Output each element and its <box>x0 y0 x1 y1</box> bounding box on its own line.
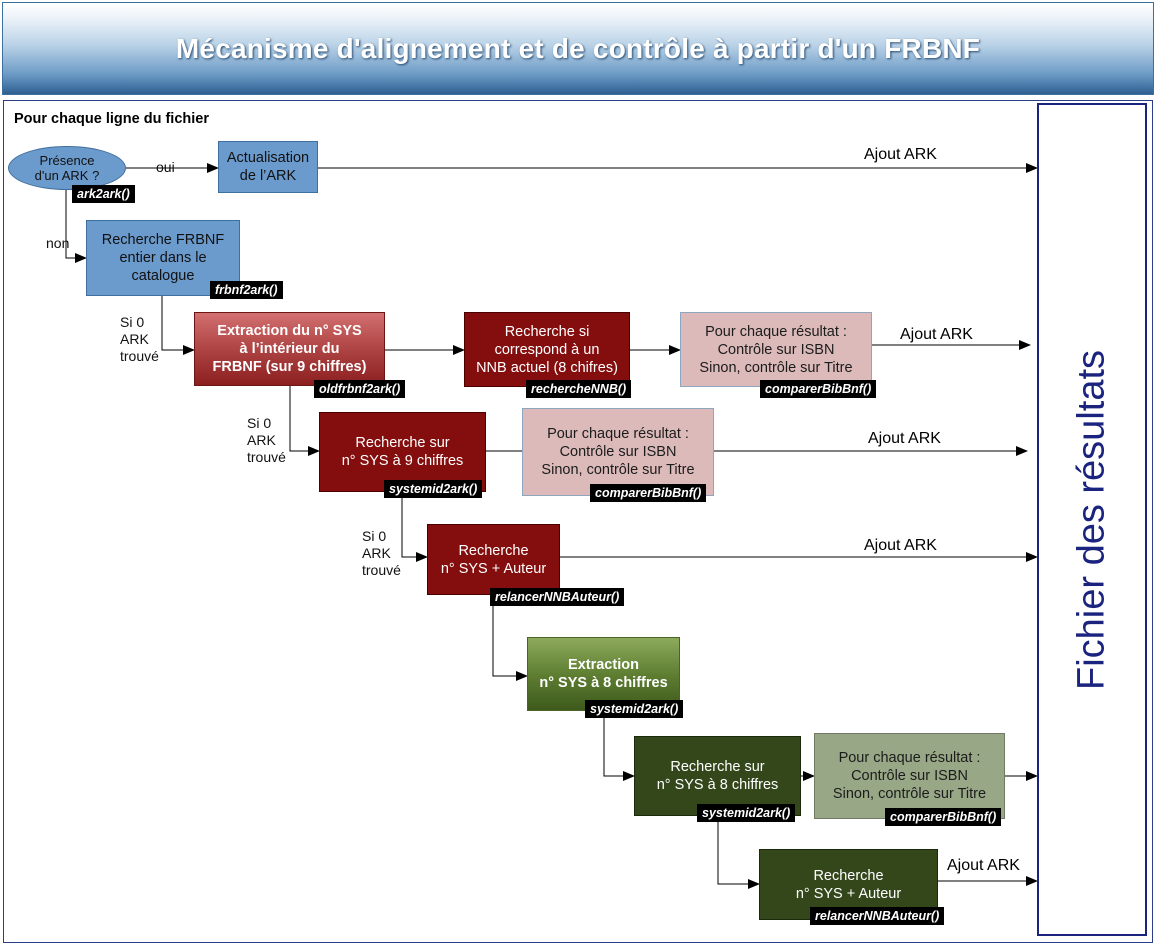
box-extraction-sys8: Extraction n° SYS à 8 chiffres <box>527 637 680 711</box>
arrow-non <box>65 190 87 263</box>
si0-1-line-2: ARK <box>120 331 149 347</box>
result-file-box: Fichier des résultats <box>1037 103 1147 936</box>
recherche-sys9-line-1: Recherche sur <box>355 435 450 451</box>
si0-2-line-1: Si 0 <box>247 415 272 431</box>
arrow-to-auteur2 <box>717 815 760 889</box>
section-label: Pour chaque ligne du fichier <box>14 111 209 127</box>
recherche-sys8-line-2: n° SYS à 8 chiffres <box>656 777 779 793</box>
controle-3-line-3: Sinon, contrôle sur Titre <box>832 786 987 802</box>
actualisation-line-2: de l’ARK <box>239 168 297 184</box>
recherche-sys-auteur-2-line-2: n° SYS + Auteur <box>795 885 902 902</box>
si0-1-line-3: trouvé <box>120 348 159 364</box>
fn-systemid2ark-1: systemid2ark() <box>384 480 483 498</box>
controle-3-line-2: Contrôle sur ISBN <box>851 768 968 784</box>
fn-systemid2ark-2: systemid2ark() <box>585 700 684 718</box>
label-si0-1: Si 0 ARK trouvé <box>120 314 159 365</box>
actualisation-line-1: Actualisation <box>226 150 310 166</box>
fn-systemid2ark-3: systemid2ark() <box>697 804 796 822</box>
box-recherche-sys-auteur: Recherche n° SYS + Auteur <box>427 524 560 595</box>
controle-1-line-2: Contrôle sur ISBN <box>717 341 835 358</box>
recherche-sys-auteur-2-line-1: Recherche <box>813 867 884 884</box>
box-recherche-sys9: Recherche sur n° SYS à 9 chiffres <box>319 412 486 492</box>
box-extraction-sys9: Extraction du n° SYS à l’intérieur du FR… <box>194 312 385 386</box>
decision-line-1: Présence <box>39 153 95 168</box>
page-title: Mécanisme d'alignement et de contrôle à … <box>175 33 981 64</box>
box-actualisation-ark: Actualisation de l’ARK <box>218 141 318 193</box>
recherche-sys-auteur-line-2: n° SYS + Auteur <box>440 560 547 577</box>
frbnf-line-2: entier dans le <box>119 250 207 266</box>
fn-frbnf2ark: frbnf2ark() <box>210 281 283 299</box>
recherche-sys-auteur-line-1: Recherche <box>458 542 529 559</box>
extraction-sys8-line-1: Extraction <box>568 657 639 673</box>
fn-comparerbibbnf-1: comparerBibBnf() <box>760 380 877 398</box>
label-ajout-ark-2: Ajout ARK <box>900 326 973 343</box>
title-bar: Mécanisme d'alignement et de contrôle à … <box>2 2 1154 95</box>
label-non: non <box>46 235 70 251</box>
diagram-frame <box>3 100 1153 943</box>
label-ajout-ark-5: Ajout ARK <box>947 857 1020 874</box>
label-si0-3: Si 0 ARK trouvé <box>362 528 401 579</box>
fn-oldfrbnf2ark: oldfrbnf2ark() <box>314 380 406 398</box>
extraction-sys9-line-3: FRBNF (sur 9 chiffres) <box>212 359 367 375</box>
label-ajout-ark-3: Ajout ARK <box>868 430 941 447</box>
arrow-si0-3 <box>401 492 428 562</box>
si0-3-line-1: Si 0 <box>362 528 387 544</box>
fn-recherchennb: rechercheNNB() <box>526 380 632 398</box>
frbnf-line-3: catalogue <box>131 268 195 284</box>
extraction-sys9-line-2: à l’intérieur du <box>239 341 340 357</box>
si0-1-line-1: Si 0 <box>120 314 145 330</box>
controle-2-line-3: Sinon, contrôle sur Titre <box>541 462 695 478</box>
arrow-to-sys8 <box>603 711 635 781</box>
box-controle-3: Pour chaque résultat : Contrôle sur ISBN… <box>814 733 1005 819</box>
arrow-si0-1 <box>161 294 195 355</box>
box-recherche-sys8: Recherche sur n° SYS à 8 chiffres <box>634 736 801 816</box>
fn-relancernnbauteur-1: relancerNNBAuteur() <box>490 588 625 606</box>
decision-ark-present: Présence d'un ARK ? <box>8 146 126 190</box>
si0-2-line-2: ARK <box>247 432 276 448</box>
si0-3-line-3: trouvé <box>362 562 401 578</box>
controle-1-line-1: Pour chaque résultat : <box>705 323 847 340</box>
fn-relancernnbauteur-2: relancerNNBAuteur() <box>810 907 945 925</box>
frbnf-line-1: Recherche FRBNF <box>101 232 225 248</box>
recherche-nnb-line-2: correspond à un <box>494 341 600 358</box>
si0-2-line-3: trouvé <box>247 449 286 465</box>
label-oui: oui <box>156 159 175 175</box>
controle-2-line-1: Pour chaque résultat : <box>547 426 689 442</box>
box-controle-1: Pour chaque résultat : Contrôle sur ISBN… <box>680 312 872 387</box>
result-file-label: Fichier des résultats <box>1070 349 1113 690</box>
extraction-sys9-line-1: Extraction du n° SYS <box>217 323 362 339</box>
recherche-sys8-line-1: Recherche sur <box>670 759 765 775</box>
label-ajout-ark-1: Ajout ARK <box>864 146 937 163</box>
extraction-sys8-line-2: n° SYS à 8 chiffres <box>539 675 668 691</box>
arrow-to-extraction8 <box>492 604 528 681</box>
label-ajout-ark-4: Ajout ARK <box>864 537 937 554</box>
si0-3-line-2: ARK <box>362 545 391 561</box>
controle-2-line-2: Contrôle sur ISBN <box>559 444 677 460</box>
fn-ark2ark: ark2ark() <box>72 185 135 203</box>
recherche-nnb-line-3: NNB actuel (8 chifres) <box>476 359 618 376</box>
controle-3-line-1: Pour chaque résultat : <box>838 750 981 766</box>
label-si0-2: Si 0 ARK trouvé <box>247 415 286 466</box>
box-recherche-nnb: Recherche si correspond à un NNB actuel … <box>464 312 630 387</box>
controle-1-line-3: Sinon, contrôle sur Titre <box>699 359 853 376</box>
fn-comparerbibbnf-2: comparerBibBnf() <box>590 484 707 502</box>
fn-comparerbibbnf-3: comparerBibBnf() <box>885 808 1002 826</box>
decision-line-2: d'un ARK ? <box>34 168 100 183</box>
box-controle-2: Pour chaque résultat : Contrôle sur ISBN… <box>522 408 714 496</box>
recherche-nnb-line-1: Recherche si <box>504 323 590 340</box>
recherche-sys9-line-2: n° SYS à 9 chiffres <box>341 453 464 469</box>
arrow-si0-2 <box>289 386 320 456</box>
